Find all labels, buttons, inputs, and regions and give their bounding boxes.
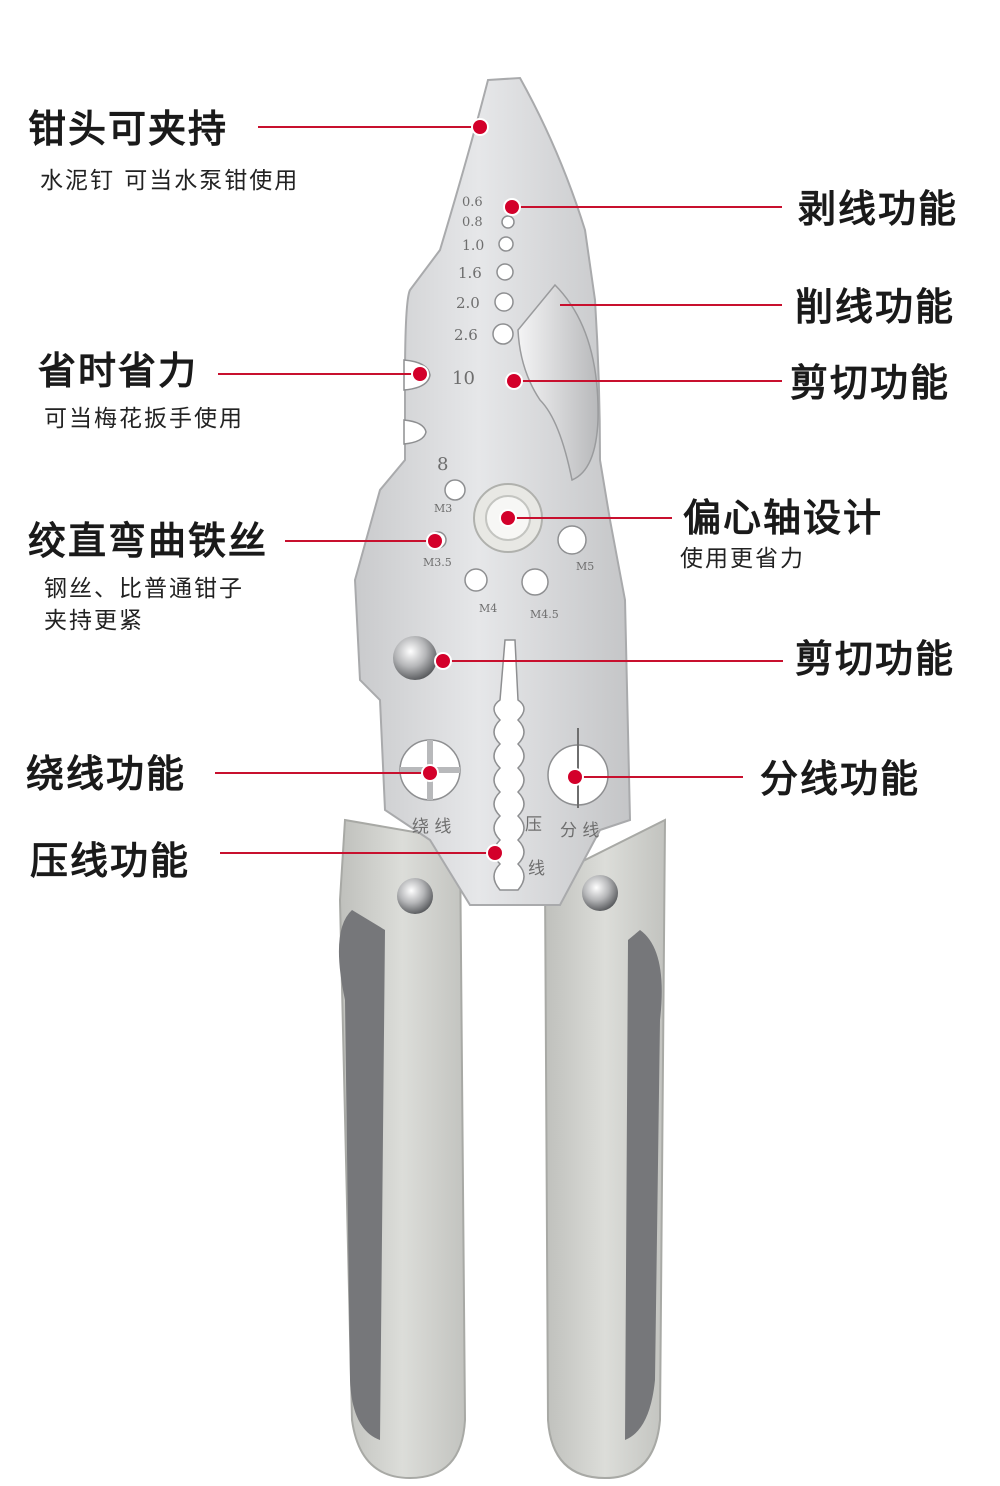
jaw-grip-marker xyxy=(473,120,487,134)
straighten-leader-line xyxy=(285,540,435,542)
gauge-0-8: 0.8 xyxy=(462,215,483,230)
thread-m3: M3 xyxy=(434,502,452,515)
time-saving-desc: 可当梅花扳手使用 xyxy=(44,406,244,432)
straighten-desc-line1: 钢丝、比普通钳子 xyxy=(44,576,244,602)
split-engraving: 分 线 xyxy=(560,821,599,841)
right-handle xyxy=(543,818,667,1480)
jaw-grip-leader-line xyxy=(258,126,480,128)
left-handle-rivet xyxy=(397,878,433,914)
wrench-size-10: 10 xyxy=(452,368,475,389)
straighten-marker xyxy=(428,534,442,548)
crimp-engraving-top: 压 xyxy=(525,815,542,835)
cut-upper-leader-line xyxy=(514,380,782,382)
eccentric-marker xyxy=(501,511,515,525)
strip-title: 剥线功能 xyxy=(798,187,959,231)
wrench-size-8: 8 xyxy=(437,454,448,475)
thread-m5: M5 xyxy=(576,560,594,573)
strip-marker xyxy=(505,200,519,214)
crimp-marker xyxy=(488,846,502,860)
thread-holes xyxy=(429,479,587,596)
cut-lower-leader-line xyxy=(443,660,783,662)
straighten-desc-line2: 夹持更紧 xyxy=(44,608,144,634)
crimp-engraving-bottom: 线 xyxy=(528,859,545,879)
time-saving-leader-line xyxy=(218,373,420,375)
time-saving-title: 省时省力 xyxy=(38,349,199,393)
time-saving-marker xyxy=(413,367,427,381)
straighten-title: 绞直弯曲铁丝 xyxy=(28,519,269,563)
left-handle xyxy=(338,818,467,1480)
gauge-1-0: 1.0 xyxy=(462,238,484,254)
thread-m4-5: M4.5 xyxy=(530,608,559,621)
eccentric-title: 偏心轴设计 xyxy=(683,496,884,540)
thread-m4: M4 xyxy=(479,602,497,615)
jaw-grip-desc: 水泥钉 可当水泵钳使用 xyxy=(40,168,300,194)
eccentric-desc: 使用更省力 xyxy=(680,546,805,572)
wind-leader-line xyxy=(215,772,430,774)
jaw-grip-title: 钳头可夹持 xyxy=(28,107,229,151)
shave-leader-line xyxy=(560,304,782,306)
crimp-teeth xyxy=(493,639,525,891)
strip-leader-line xyxy=(512,206,782,208)
split-title: 分线功能 xyxy=(760,757,921,801)
split-leader-line xyxy=(575,776,743,778)
cut-lower-marker xyxy=(436,654,450,668)
wind-marker xyxy=(423,766,437,780)
wind-engraving: 绕 线 xyxy=(412,817,451,837)
gauge-2-6: 2.6 xyxy=(454,326,478,344)
crimp-leader-line xyxy=(220,852,495,854)
cut-lower-title: 剪切功能 xyxy=(795,637,956,681)
right-handle-rivet xyxy=(582,875,618,911)
crimp-title: 压线功能 xyxy=(30,839,191,883)
wind-title: 绕线功能 xyxy=(26,752,187,796)
split-marker xyxy=(568,770,582,784)
cut-upper-title: 剪切功能 xyxy=(790,361,951,405)
cut-upper-marker xyxy=(507,374,521,388)
eccentric-leader-line xyxy=(508,517,672,519)
shave-title: 削线功能 xyxy=(795,285,956,329)
thread-m3-5: M3.5 xyxy=(423,556,452,569)
gauge-0-6: 0.6 xyxy=(462,195,483,210)
gauge-1-6: 1.6 xyxy=(458,264,482,282)
pivot-rivet xyxy=(393,636,437,680)
gauge-2-0: 2.0 xyxy=(456,294,480,312)
